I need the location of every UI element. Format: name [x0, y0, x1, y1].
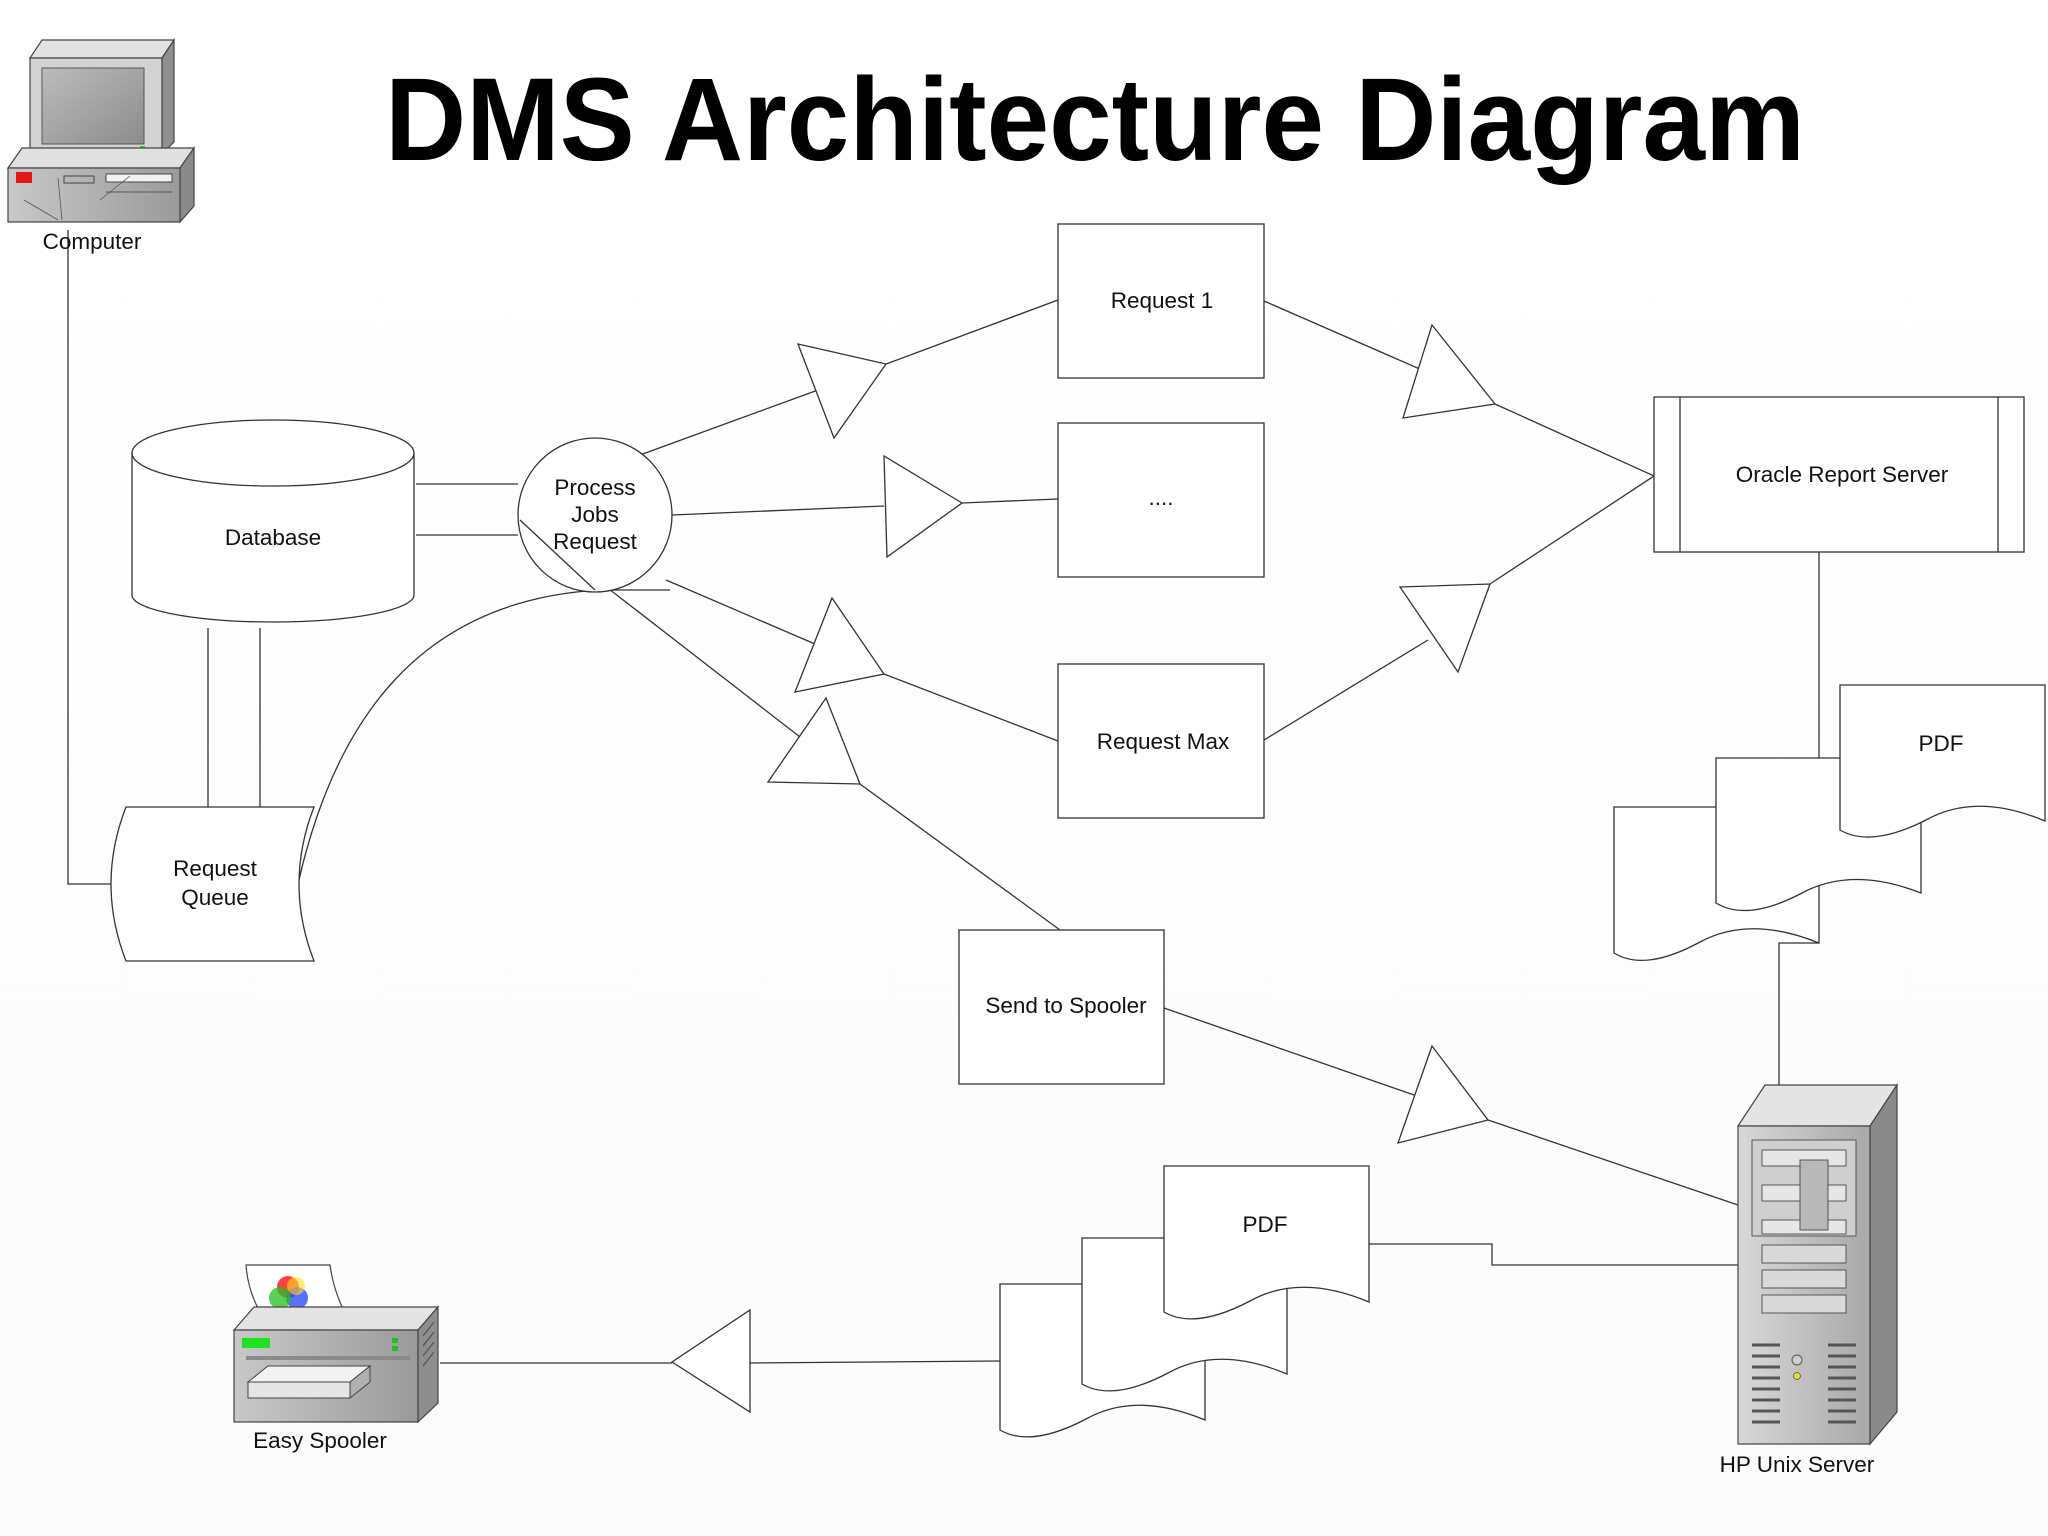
computer-icon	[6, 38, 196, 224]
oracle-report-server-node	[1653, 396, 2025, 553]
process-label-line1: Process	[554, 475, 635, 500]
connector-server-pdf-bottom	[1369, 1243, 1738, 1266]
request-1-node	[1057, 223, 1265, 379]
connector-arrow1-request1	[885, 299, 1059, 365]
diagram-title: DMS Architecture Diagram	[385, 54, 1805, 186]
connector-request1-arrow5	[1263, 300, 1423, 371]
hp-unix-server-label: HP Unix Server	[1720, 1452, 1875, 1477]
arrow-triangle-request1	[796, 343, 888, 440]
oracle-report-server-label: Oracle Report Server	[1736, 462, 1949, 487]
request-queue-node	[110, 806, 315, 962]
pdf-top-label: PDF	[1919, 731, 1964, 756]
arrow-triangle-server	[1396, 1044, 1490, 1144]
connector-pdf-arrow8	[749, 1360, 1001, 1364]
connector-computer-queue	[67, 230, 112, 885]
pdf-stack-bottom	[999, 1165, 1370, 1438]
computer-label: Computer	[43, 229, 142, 254]
connectors	[67, 230, 1820, 1364]
arrow-triangle-requestmax	[793, 596, 886, 693]
tower-server-icon	[1736, 1082, 1899, 1446]
easy-spooler-label: Easy Spooler	[253, 1428, 387, 1453]
arrow-triangle-oracle-top	[1402, 323, 1497, 419]
request-queue-label-line1: Request	[173, 856, 258, 881]
connector-queue-process-curve	[297, 589, 670, 885]
connector-arrow3-requestmax	[883, 673, 1059, 742]
connector-pdf-server	[1778, 942, 1819, 1085]
printer-icon	[232, 1264, 440, 1424]
process-node-crossline	[519, 519, 596, 591]
connector-arrow4-spooler	[859, 783, 1061, 931]
request-max-label: Request Max	[1097, 729, 1230, 754]
send-to-spooler-label: Send to Spooler	[985, 993, 1147, 1018]
arrow-triangle-printer	[670, 1308, 751, 1414]
send-to-spooler-node	[958, 929, 1165, 1085]
connector-arrow6-oracle	[1489, 475, 1655, 585]
process-label-line2: Jobs	[571, 502, 619, 527]
request-max-node	[1057, 663, 1265, 819]
connector-process-arrow2	[671, 505, 885, 516]
request-dots-label: ....	[1148, 485, 1173, 510]
connector-arrow5-oracle	[1494, 403, 1655, 477]
connector-arrow7-server	[1487, 1119, 1739, 1206]
database-node	[131, 419, 415, 623]
pdf-stack-top	[1613, 684, 2046, 962]
connector-requestmax-arrow6	[1263, 639, 1429, 741]
connector-spooler-arrow7	[1163, 1007, 1415, 1096]
connector-process-arrow1	[639, 389, 819, 456]
process-label-line3: Request	[553, 529, 638, 554]
request-1-label: Request 1	[1111, 288, 1214, 313]
arrow-triangle-oracle-bottom	[1398, 583, 1491, 674]
connector-arrow2-dots	[961, 498, 1059, 504]
direction-arrows	[670, 323, 1497, 1414]
request-dots-node	[1057, 422, 1265, 578]
arrow-triangle-spooler	[766, 696, 861, 785]
pdf-bottom-label: PDF	[1243, 1212, 1288, 1237]
connector-process-arrow3	[665, 579, 816, 645]
arrow-triangle-dots	[883, 454, 964, 559]
request-queue-label-line2: Queue	[181, 885, 249, 910]
database-label: Database	[225, 525, 321, 550]
